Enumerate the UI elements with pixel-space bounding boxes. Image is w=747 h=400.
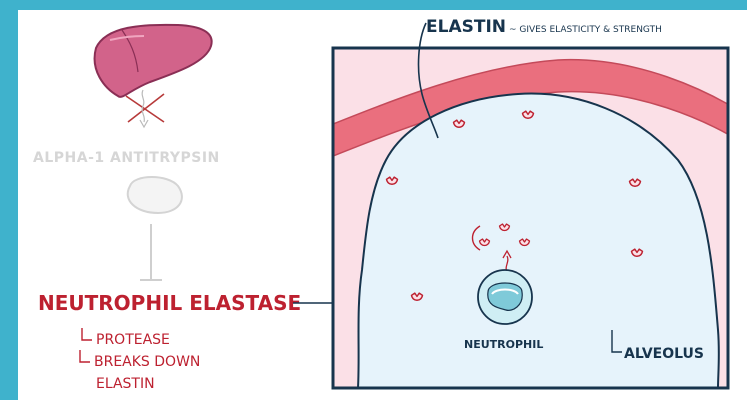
alveolus-box: [318, 48, 738, 388]
elastin-note: Elastin: [96, 376, 155, 392]
neutrophil-icon: [478, 270, 532, 324]
breaks-down-note: Breaks down: [94, 354, 200, 370]
diagram-canvas: Alpha-1 Antitrypsin Neutrophil Elastase …: [18, 10, 747, 400]
inhibition-line: [140, 224, 162, 280]
neutrophil-elastase-label: Neutrophil Elastase: [38, 291, 301, 315]
neutrophil-label: Neutrophil: [464, 338, 543, 351]
elastin-label: Elastin: [426, 17, 506, 37]
liver-icon: [95, 25, 212, 97]
note-bracket-2: [80, 350, 90, 362]
alveolus-label: Alveolus: [624, 346, 704, 362]
alpha1-antitrypsin-label: Alpha-1 Antitrypsin: [33, 150, 220, 166]
protease-note: Protease: [96, 332, 170, 348]
note-bracket-1: [82, 328, 92, 340]
elastin-description: ~ Gives elasticity & strength: [509, 25, 662, 35]
diagram-svg: Alpha-1 Antitrypsin Neutrophil Elastase …: [18, 10, 747, 400]
cross-out-icon: [126, 90, 164, 127]
protein-blob-icon: [128, 177, 182, 213]
